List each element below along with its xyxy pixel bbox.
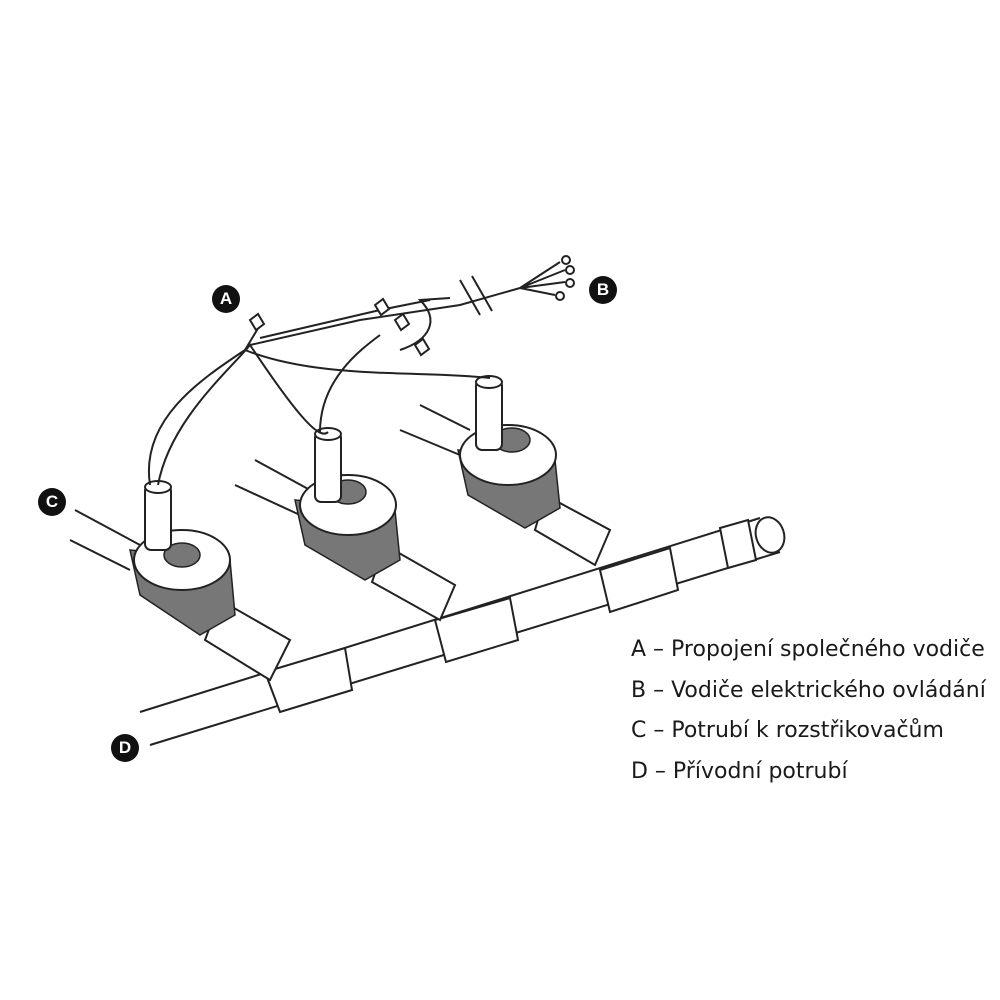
valve-3 xyxy=(457,375,561,529)
marker-c: C xyxy=(38,488,66,516)
valve-2 xyxy=(294,427,401,581)
legend: A – Propojení společného vodiče B – Vodi… xyxy=(631,630,986,792)
marker-b: B xyxy=(589,276,617,304)
legend-item-c: C – Potrubí k rozstřikovačům xyxy=(631,718,944,743)
marker-d: D xyxy=(111,734,139,762)
legend-item-d: D – Přívodní potrubí xyxy=(631,758,848,784)
legend-item-a: A – Propojení společného vodiče xyxy=(631,637,985,662)
control-wires xyxy=(147,255,575,486)
supply-pipe xyxy=(139,516,786,746)
legend-item-b: B – Vodiče elektrického ovládání xyxy=(631,677,986,703)
valve-1 xyxy=(129,480,236,636)
marker-a: A xyxy=(212,285,240,313)
